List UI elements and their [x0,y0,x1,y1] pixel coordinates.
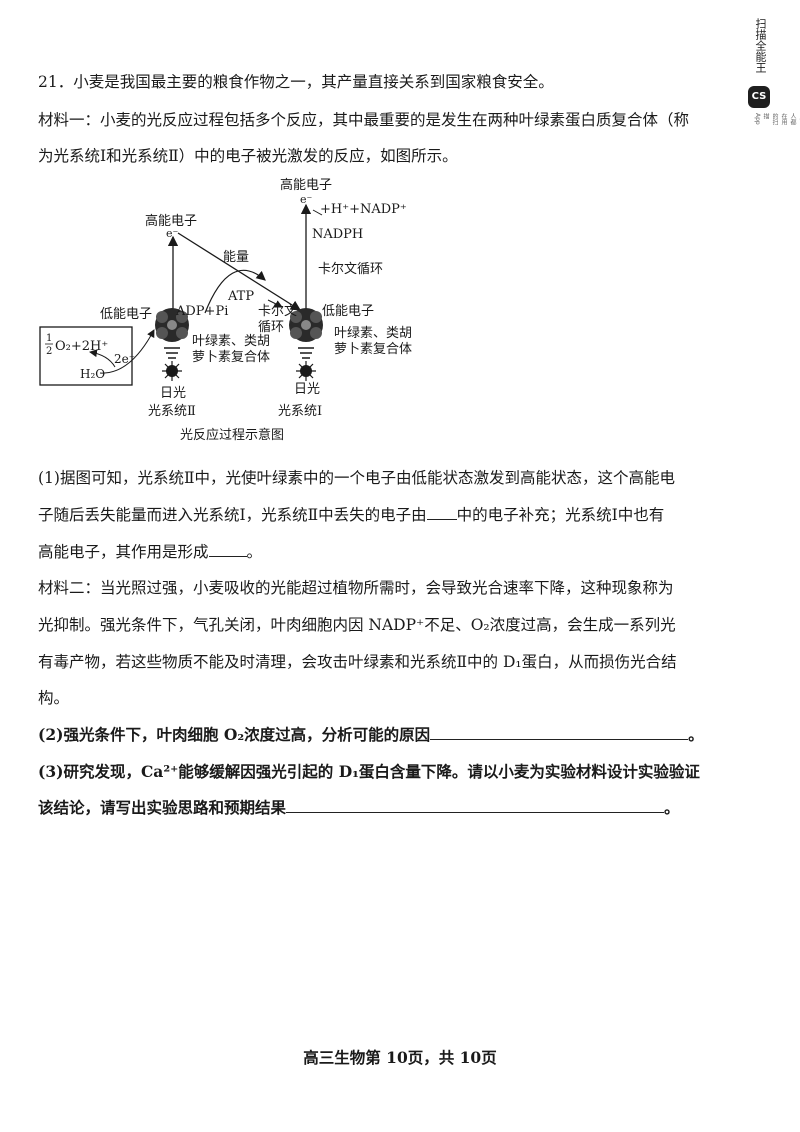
material2-line2: 光抑制。强光条件下，气孔关闭，叶肉细胞内因 NADP⁺不足、O₂浓度过高，会生成… [38,616,676,634]
calvin-mid-line2: 循环 [258,320,284,335]
q3-end: 。 [664,798,680,817]
sun-right-icon [296,347,316,381]
watermark-name: 扫描全能王 [754,18,767,73]
high-energy-electron-left: 高能电子 [145,213,197,229]
ps1-complex-icon [289,308,323,342]
material1-line2: 为光系统Ⅰ和光系统Ⅱ）中的电子被光激发的反应，如图所示。 [38,147,458,165]
half-numerator: 1 [46,333,52,344]
photosystem-2-label: 光系统Ⅱ [148,404,196,419]
sunlight-right: 日光 [294,382,320,397]
photosystem-1-label: 光系统Ⅰ [278,404,322,419]
q2-end: 。 [688,725,704,744]
q3-line1: (3)研究发现，Ca²⁺能够缓解因强光引起的 D₁蛋白含量下降。请以小麦为实验材… [38,762,700,781]
q1-blank-1[interactable] [426,505,457,520]
q1-blank-2[interactable] [208,542,247,557]
light-reaction-diagram: 1 2 O₂+2H⁺ 2e⁻ H₂O 高能电子 e⁻ 高能电子 e⁻ +H⁺+N… [39,177,412,443]
water-split-arrow [89,349,116,368]
q1-line2-text-a: 子随后丢失能量而进入光系统Ⅰ，光系统Ⅱ中丢失的电子由 [38,506,427,524]
material1-line1: 材料一：小麦的光反应过程包括多个反应，其中最重要的是发生在两种叶绿素蛋白质复合体… [38,111,690,129]
energy-curve-arrow [204,269,266,314]
q1-line1: (1)据图可知，光系统Ⅱ中，光使叶绿素中的一个电子由低能状态激发到高能状态，这个… [38,469,675,487]
complex-left-line2: 萝卜素复合体 [192,350,270,365]
q3-line2: 该结论，请写出实验思路和预期结果 。 [38,796,680,818]
complex-left-line1: 叶绿素、类胡 [192,334,270,349]
nadp-arrow-tick [312,209,323,216]
material2-line1: 材料二：当光照过强，小麦吸收的光能超过植物所需时，会导致光合速率下降，这种现象称… [38,579,674,597]
high-energy-electron-right: 高能电子 [280,177,332,193]
water-splitting-box [39,326,133,386]
complex-right-line1: 叶绿素、类胡 [334,326,412,341]
energy-label: 能量 [223,250,249,265]
camscanner-logo-icon: CS [748,86,770,108]
low-energy-electron-right: 低能电子 [322,304,374,319]
calvin-mid-line1: 卡尔文 [258,304,297,319]
q1-line3-text-a: 高能电子，其作用是形成 [38,543,209,561]
diagram-caption: 光反应过程示意图 [180,427,284,443]
q1-line2-text-b: 中的电子补充；光系统Ⅰ中也有 [456,506,665,524]
q3-answer-blank[interactable] [286,798,665,813]
page-footer: 高三生物第 10页，共 10页 [303,1048,497,1067]
atp-to-calvin-arrow [267,299,283,308]
atp-label: ATP [227,289,254,304]
q3-text: 该结论，请写出实验思路和预期结果 [38,798,287,817]
half-denominator: 2 [46,346,52,357]
q2-text: (2)强光条件下，叶肉细胞 O₂浓度过高，分析可能的原因 [38,725,431,744]
electron-left: e⁻ [166,227,179,240]
q1-line3-text-b: 。 [246,543,263,561]
electron-supply-arrow [99,329,155,374]
q2-answer-blank[interactable] [430,725,689,740]
watermark-tagline: 3亿人都在用的扫描App [754,113,800,125]
question-intro: 21．小麦是我国最主要的粮食作物之一，其产量直接关系到国家粮食安全。 [38,73,554,91]
low-energy-electron-left: 低能电子 [100,307,152,322]
calvin-cycle-right: 卡尔文循环 [318,262,383,277]
camscanner-watermark: 扫描全能王 CS 3亿人都在用的扫描App [748,18,800,128]
material2-line4: 构。 [38,689,70,707]
q1-line2: 子随后丢失能量而进入光系统Ⅰ，光系统Ⅱ中丢失的电子由 中的电子补充；光系统Ⅰ中也有 [38,503,664,525]
water-reaction-label: O₂+2H⁺ [55,339,108,354]
q2-line: (2)强光条件下，叶肉细胞 O₂浓度过高，分析可能的原因 。 [38,723,704,745]
material2-line3: 有毒产物，若这些物质不能及时清理，会攻击叶绿素和光系统Ⅱ中的 D₁蛋白，从而损伤… [38,653,677,671]
ps2-complex-icon [155,308,189,342]
electron-transport-arrow [177,232,302,311]
water-label: H₂O [80,367,105,381]
complex-right-line2: 萝卜素复合体 [334,342,412,357]
adp-pi-label: ADP+Pi [175,304,228,319]
q1-line3: 高能电子，其作用是形成 。 [38,540,262,562]
sun-left-icon [162,347,182,381]
nadp-reaction-label: +H⁺+NADP⁺ [320,202,407,217]
two-electrons-label: 2e⁻ [114,352,135,366]
sunlight-left: 日光 [160,386,186,401]
electron-right: e⁻ [300,193,313,206]
nadph-label: NADPH [312,227,363,242]
